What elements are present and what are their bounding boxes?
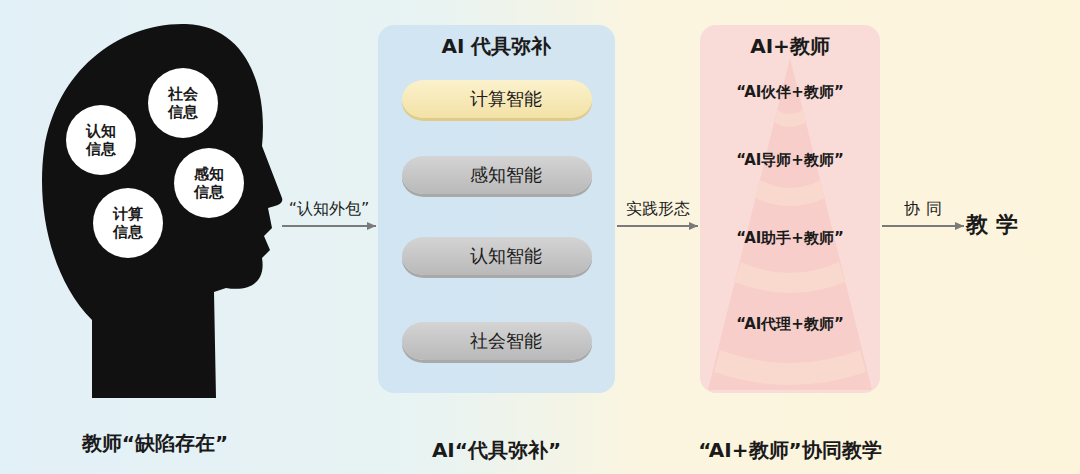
intelligence-band: 社会智能 bbox=[402, 322, 592, 360]
node-text: 感知智能 bbox=[452, 163, 542, 187]
intelligence-band: 认知智能 bbox=[402, 237, 592, 275]
node-text: 社会信息 bbox=[167, 85, 199, 121]
node-text: 计算信息 bbox=[112, 205, 144, 241]
node-text: 认知智能 bbox=[452, 244, 542, 268]
info-circle: 社会信息 bbox=[148, 68, 218, 138]
ai-panel: AI 代具弥补AI“代具弥补”计算智能感知智能认知智能社会智能 bbox=[378, 25, 615, 393]
edge-label: 实践形态 bbox=[626, 199, 690, 220]
node-text: “AI代理+教师” bbox=[736, 315, 844, 334]
bottom-caption: AI“代具弥补” bbox=[432, 437, 561, 464]
intelligence-band: 计算智能 bbox=[402, 80, 592, 118]
teacher-head: 教师“缺陷存在”社会信息认知信息感知信息计算信息 bbox=[30, 20, 280, 400]
edge-label: 协 同 bbox=[904, 199, 941, 220]
head-silhouette bbox=[42, 24, 282, 398]
cone-label: “AI助手+教师” bbox=[715, 226, 865, 250]
edge-label: “认知外包” bbox=[289, 199, 370, 220]
panel-title: AI+教师 bbox=[700, 33, 880, 60]
node-text: “AI助手+教师” bbox=[736, 229, 844, 248]
ai-teacher-panel: AI+教师“AI+教师”协同教学“AI伙伴+教师”“AI导师+教师”“AI助手+… bbox=[700, 25, 880, 393]
teaching-label: 教 学 bbox=[966, 210, 1060, 242]
bottom-caption: “AI+教师”协同教学 bbox=[698, 437, 881, 464]
info-circle: 认知信息 bbox=[66, 105, 136, 175]
node-text: 教 学 bbox=[966, 210, 1060, 240]
node-text: 社会智能 bbox=[452, 329, 542, 353]
cone-label: “AI代理+教师” bbox=[715, 312, 865, 336]
flow-arrow bbox=[282, 225, 376, 227]
info-circle: 计算信息 bbox=[93, 188, 163, 258]
info-circle: 感知信息 bbox=[174, 148, 244, 218]
node-text: “AI导师+教师” bbox=[736, 151, 844, 170]
node-text: 计算智能 bbox=[452, 87, 542, 111]
cone-label: “AI伙伴+教师” bbox=[715, 80, 865, 104]
flow-arrow bbox=[882, 225, 964, 227]
cone-label: “AI导师+教师” bbox=[715, 148, 865, 172]
node-text: 认知信息 bbox=[85, 122, 117, 158]
node-text: 感知信息 bbox=[193, 165, 225, 201]
node-text: “AI伙伴+教师” bbox=[736, 83, 844, 102]
flow-arrow bbox=[617, 225, 698, 227]
panel-title: AI 代具弥补 bbox=[378, 33, 615, 60]
bottom-caption: 教师“缺陷存在” bbox=[82, 430, 228, 457]
intelligence-band: 感知智能 bbox=[402, 156, 592, 194]
